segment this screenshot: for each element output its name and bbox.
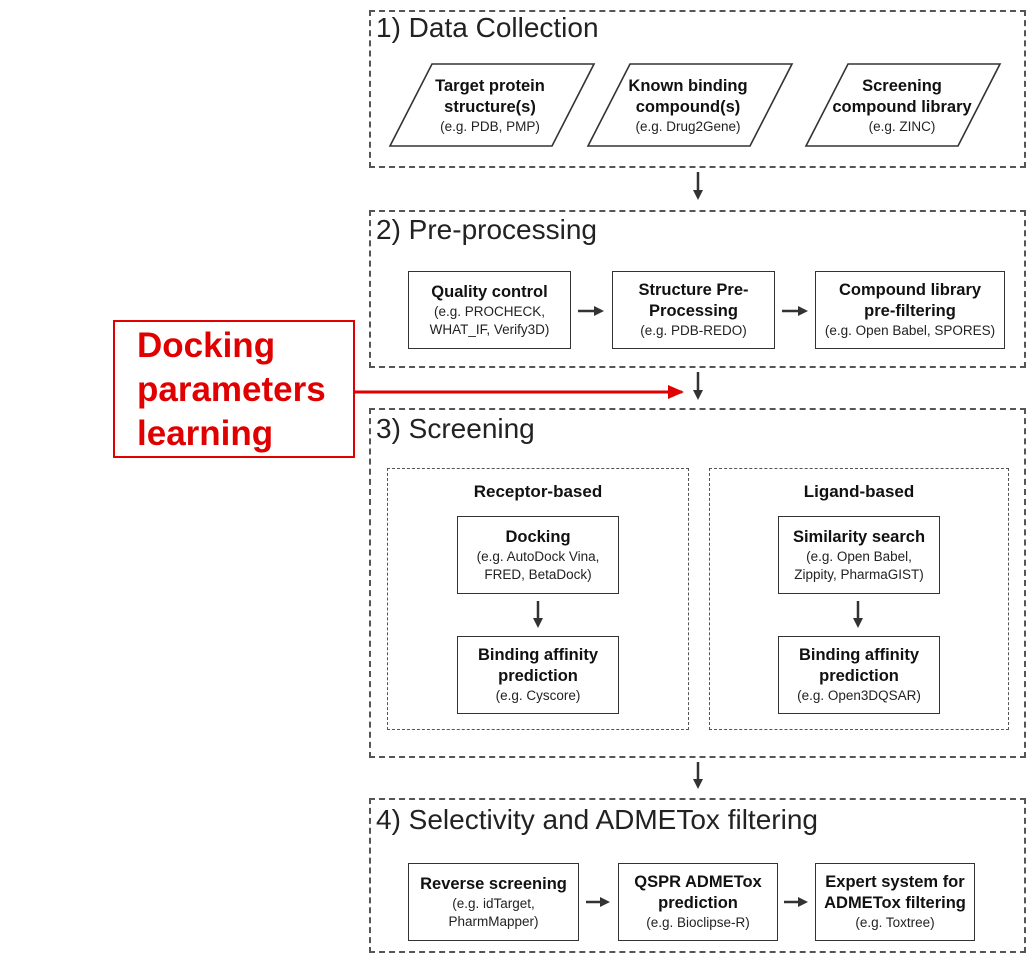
box-example: (e.g. Open Babel, <box>806 548 912 564</box>
box-title: Binding affinity <box>798 646 920 664</box>
panel-title-ligand-based: Ligand-based <box>803 482 915 501</box>
box-example: (e.g. PROCHECK, <box>433 303 546 319</box>
item-title-line: Known binding <box>628 77 748 95</box>
box-example: PharmMapper) <box>448 913 539 929</box>
box-example: FRED, BetaDock) <box>484 566 592 582</box>
parallelogram-known-binding <box>586 63 794 147</box>
box-title: Compound library <box>838 281 982 299</box>
box-example: WHAT_IF, Verify3D) <box>429 321 550 337</box>
box-similarity-search: Similarity search (e.g. Open Babel, Zipp… <box>778 516 940 594</box>
box-reverse-screening: Reverse screening (e.g. idTarget, PharmM… <box>408 863 579 941</box>
callout-line: Docking <box>137 326 276 365</box>
box-binding-affinity-receptor: Binding affinity prediction (e.g. Cyscor… <box>457 636 619 714</box>
box-title: Processing <box>649 302 738 320</box>
item-title-line: Screening <box>862 77 942 95</box>
panel-title-receptor-based: Receptor-based <box>473 482 603 501</box>
box-compound-prefiltering: Compound library pre-filtering (e.g. Ope… <box>815 271 1005 349</box>
item-title-line: compound(s) <box>635 98 741 116</box>
item-target-protein: Target protein structure(s) (e.g. PDB, P… <box>400 70 580 142</box>
section-title-screening: 3) Screening <box>376 413 535 444</box>
box-example: (e.g. idTarget, <box>452 895 535 911</box>
item-known-binding: Known binding compound(s) (e.g. Drug2Gen… <box>598 70 778 142</box>
item-example: (e.g. Drug2Gene) <box>635 119 741 134</box>
box-title: prediction <box>498 667 578 685</box>
item-title-line: structure(s) <box>444 98 536 116</box>
box-expert-system: Expert system for ADMETox filtering (e.g… <box>815 863 975 941</box>
section-screening <box>369 408 1026 758</box>
box-title: ADMETox filtering <box>824 894 966 912</box>
callout-line: parameters <box>137 370 326 409</box>
box-title: Reverse screening <box>420 874 567 893</box>
box-title: Quality control <box>431 282 548 301</box>
callout-docking-parameters: Docking parameters learning <box>113 320 355 458</box>
parallelogram-target-protein <box>388 63 596 147</box>
box-title: Similarity search <box>792 527 926 546</box>
box-quality-control: Quality control (e.g. PROCHECK, WHAT_IF,… <box>408 271 571 349</box>
box-example: (e.g. Open3DQSAR) <box>797 688 921 703</box>
section-selectivity <box>369 798 1026 953</box>
box-example: Zippity, PharmaGIST) <box>794 566 924 582</box>
box-title: prediction <box>819 667 899 685</box>
box-docking: Docking (e.g. AutoDock Vina, FRED, BetaD… <box>457 516 619 594</box>
item-example: (e.g. ZINC) <box>868 119 936 134</box>
box-structure-preprocessing: Structure Pre- Processing (e.g. PDB-REDO… <box>612 271 775 349</box>
box-example: (e.g. PDB-REDO) <box>640 323 747 338</box>
item-title-line: compound library <box>832 98 972 116</box>
panel-receptor-based <box>387 468 689 730</box>
box-example: (e.g. Cyscore) <box>495 688 581 703</box>
box-title: pre-filtering <box>864 302 956 320</box>
box-example: (e.g. AutoDock Vina, <box>476 548 600 564</box>
section-data-collection <box>369 10 1026 168</box>
section-pre-processing <box>369 210 1026 368</box>
callout-line: learning <box>137 414 274 453</box>
box-title: QSPR ADMETox <box>634 873 762 891</box>
section-title-pre-processing: 2) Pre-processing <box>376 214 597 245</box>
box-title: Structure Pre- <box>638 281 749 299</box>
item-title-line: Target protein <box>435 77 545 95</box>
section-title-data-collection: 1) Data Collection <box>376 12 599 43</box>
item-screening-library: Screening compound library (e.g. ZINC) <box>812 70 992 142</box>
item-example: (e.g. PDB, PMP) <box>440 119 540 134</box>
box-example: (e.g. Bioclipse-R) <box>646 915 750 930</box>
box-title: Binding affinity <box>477 646 599 664</box>
box-example: (e.g. Open Babel, SPORES) <box>824 323 996 338</box>
parallelogram-screening-library <box>804 63 1002 147</box>
box-example: (e.g. Toxtree) <box>855 915 935 930</box>
box-title: Expert system for <box>825 873 965 891</box>
section-title-selectivity: 4) Selectivity and ADMETox filtering <box>376 804 818 835</box>
panel-ligand-based <box>709 468 1009 730</box>
box-binding-affinity-ligand: Binding affinity prediction (e.g. Open3D… <box>778 636 940 714</box>
box-qspr-admetox: QSPR ADMETox prediction (e.g. Bioclipse-… <box>618 863 778 941</box>
box-title: Docking <box>505 527 571 546</box>
box-title: prediction <box>658 894 738 912</box>
